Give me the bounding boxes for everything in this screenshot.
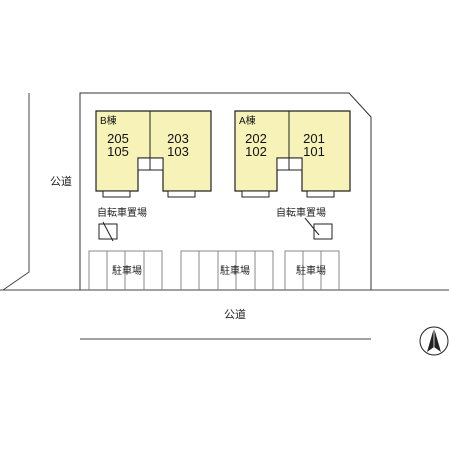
building-b bbox=[95, 110, 212, 198]
parking-area-1-label: 駐車場 bbox=[112, 266, 142, 277]
bicycle-parking-right-box bbox=[304, 217, 333, 240]
parking-area-3 bbox=[284, 250, 340, 290]
unit-101-label: 101 bbox=[303, 144, 325, 159]
bicycle-parking-left-box bbox=[98, 221, 118, 242]
parking-area-1 bbox=[88, 250, 163, 290]
bicycle-parking-left-label: 自転車置場 bbox=[97, 208, 147, 219]
unit-202-label: 202 bbox=[245, 131, 267, 146]
building-a bbox=[234, 110, 351, 198]
unit-102-label: 102 bbox=[245, 144, 267, 159]
building-a-balcony-left bbox=[241, 190, 270, 198]
unit-201-label: 201 bbox=[303, 131, 325, 146]
unit-103-label: 103 bbox=[167, 144, 189, 159]
unit-105-label: 105 bbox=[107, 144, 129, 159]
unit-205-label: 205 bbox=[107, 131, 129, 146]
unit-203-label: 203 bbox=[167, 131, 189, 146]
parking-area-2 bbox=[180, 250, 274, 290]
lot-boundary bbox=[79, 92, 372, 290]
bicycle-parking-right-label: 自転車置場 bbox=[276, 208, 326, 219]
west-road-label: 公道 bbox=[50, 175, 72, 188]
building-b-name: B棟 bbox=[100, 116, 117, 127]
north-arrow-icon bbox=[419, 326, 449, 356]
building-a-balcony-right bbox=[306, 190, 335, 198]
building-b-balcony-right bbox=[167, 190, 196, 198]
parking-area-2-label: 駐車場 bbox=[220, 266, 250, 277]
building-b-balcony-left bbox=[102, 190, 131, 198]
building-a-name: A棟 bbox=[239, 116, 256, 127]
west-road-edge bbox=[2, 93, 30, 291]
south-road-label: 公道 bbox=[224, 308, 246, 321]
parking-area-3-label: 駐車場 bbox=[296, 266, 326, 277]
